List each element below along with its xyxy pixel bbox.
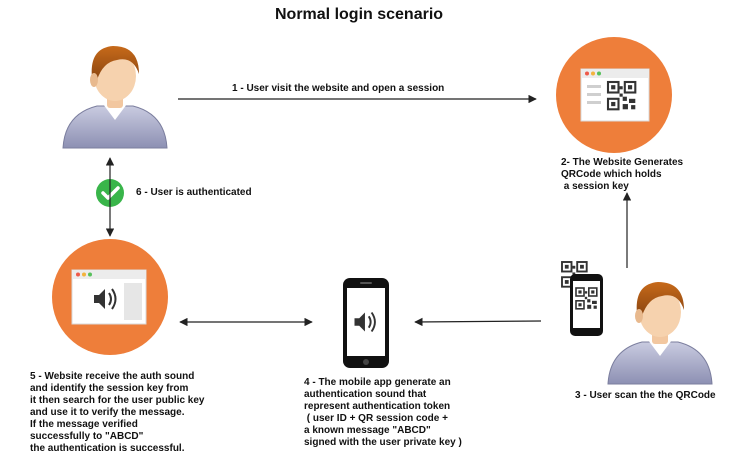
smartphone-qr-icon [561, 261, 603, 336]
step-1-label: 1 - User visit the website and open a se… [232, 83, 445, 94]
smartphone-sound-icon [343, 278, 389, 368]
user-avatar-icon [607, 281, 713, 385]
browser-window-qr-icon [556, 37, 672, 153]
step-2-label: 2- The Website Generates QRCode which ho… [561, 157, 684, 192]
browser-window-sound-icon [52, 239, 168, 355]
step-3-label: 3 - User scan the the QRCode [575, 390, 716, 401]
step-6-label: 6 - User is authenticated [136, 187, 252, 198]
step-5-label: 5 - Website receive the auth sound and i… [30, 371, 205, 454]
user-avatar-icon [62, 45, 168, 149]
step-4-label: 4 - The mobile app generate an authentic… [304, 377, 462, 448]
arrow-user-scan-to-phone [414, 317, 542, 327]
diagram-title: Normal login scenario [275, 6, 444, 23]
